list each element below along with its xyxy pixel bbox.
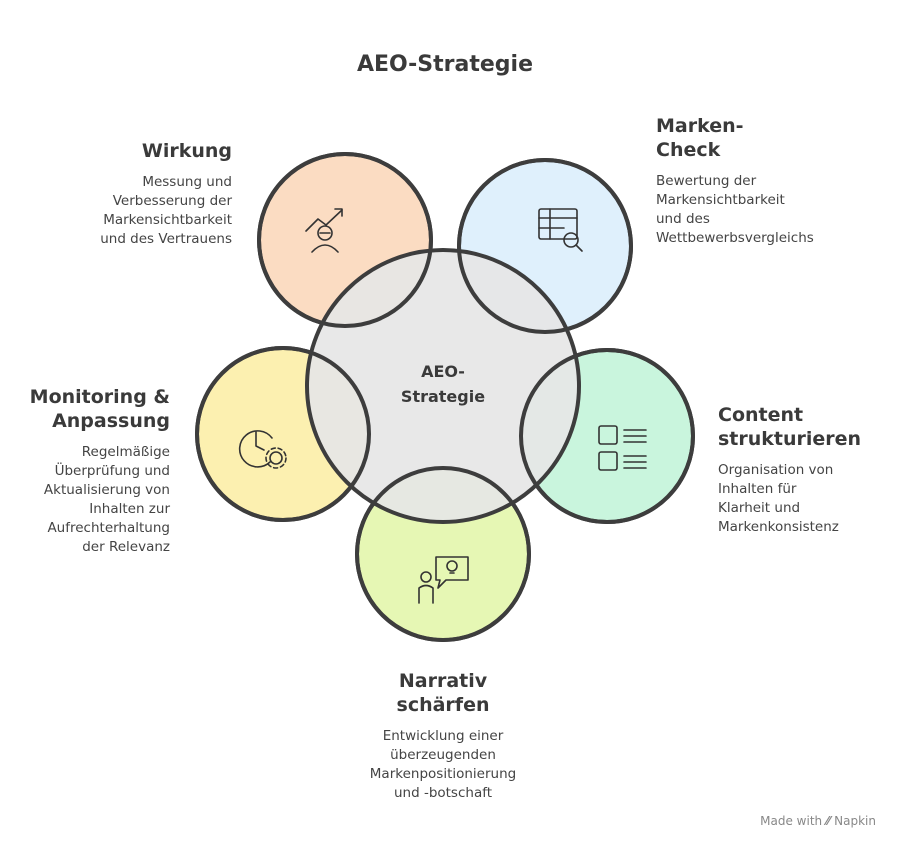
step-wirkung-title: Wirkung: [141, 140, 232, 162]
step-narrativ-title: Narrativ schärfen: [396, 670, 490, 716]
table-search-icon: [538, 208, 583, 252]
step-monitoring-description: Regelmäßige Überprüfung und Aktualisieru…: [43, 444, 170, 555]
step-narrativ: Narrativ schärfen Entwicklung einer über…: [333, 669, 553, 803]
step-content: Content strukturieren Organisation von I…: [718, 403, 890, 537]
step-monitoring-title: Monitoring & Anpassung: [29, 386, 170, 432]
step-wirkung-description: Messung und Verbesserung der Markensicht…: [100, 174, 232, 247]
chart-growth-person-icon: [305, 208, 343, 253]
step-marken-check: Marken- Check Bewertung der Markensichtb…: [656, 114, 886, 248]
circle-center: [305, 248, 581, 524]
step-marken-check-description: Bewertung der Markensichtbarkeit und des…: [656, 173, 814, 246]
footer-prefix: Made with: [760, 814, 823, 828]
step-monitoring: Monitoring & Anpassung Regelmäßige Überp…: [10, 385, 170, 557]
clock-gear-icon: [238, 430, 287, 469]
step-marken-check-title: Marken- Check: [656, 115, 744, 161]
step-wirkung: Wirkung Messung und Verbesserung der Mar…: [40, 139, 232, 249]
footer-brand: Napkin: [834, 814, 876, 828]
person-idea-icon: [418, 556, 469, 604]
made-with-napkin-badge[interactable]: Made with ⁄⁄ Napkin: [760, 814, 876, 828]
step-content-description: Organisation von Inhalten für Klarheit u…: [718, 462, 839, 535]
step-content-title: Content strukturieren: [718, 404, 862, 450]
center-label-line2: Strategie: [401, 387, 485, 406]
checklist-icon: [598, 425, 647, 471]
diagram-title: AEO-Strategie: [357, 52, 533, 77]
step-narrativ-description: Entwicklung einer überzeugenden Markenpo…: [369, 728, 517, 801]
napkin-logo-icon: ⁄⁄: [826, 814, 831, 828]
center-label-line1: AEO-: [421, 362, 465, 381]
